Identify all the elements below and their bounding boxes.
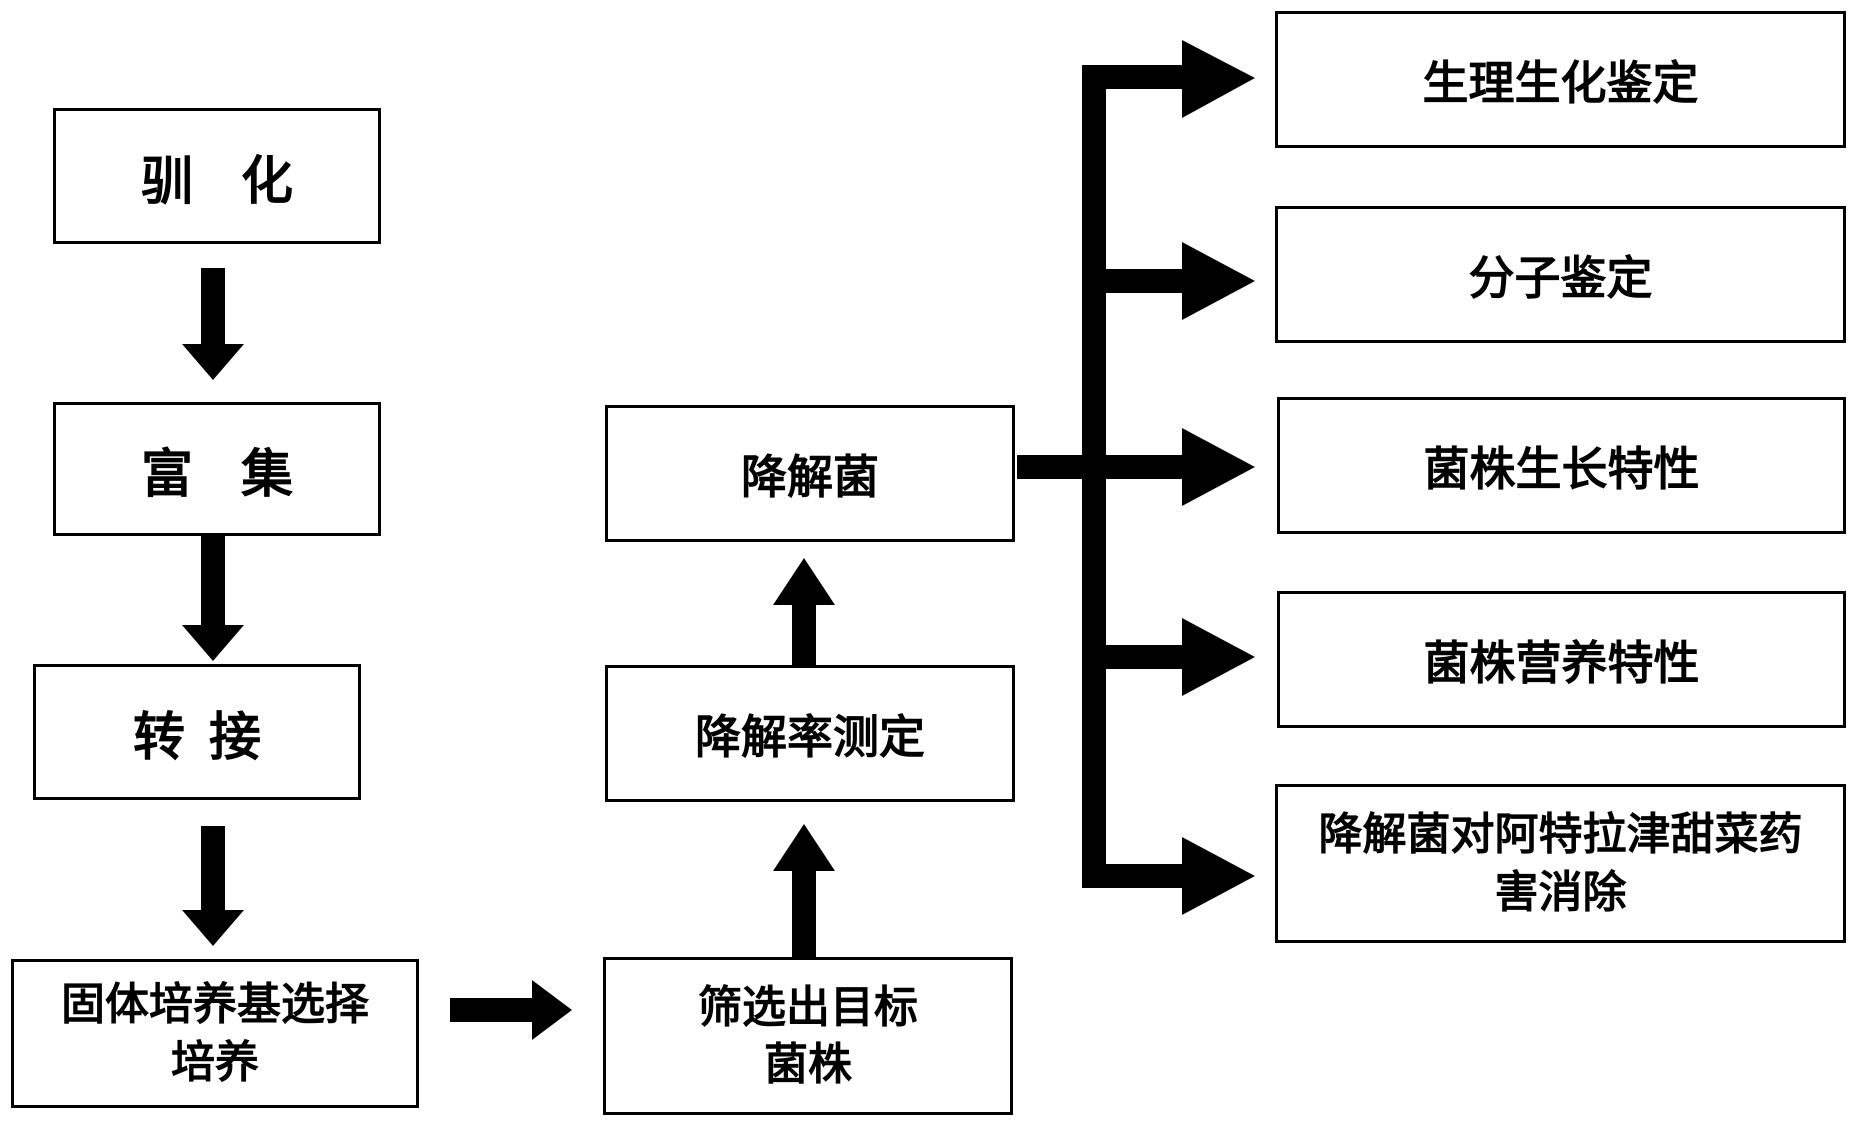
outcome-growth: 菌株生长特性 [1277,397,1846,534]
outcome-label: 降解菌对阿特拉津甜菜药害消除 [1318,809,1803,918]
step-transfer: 转接 [33,664,361,800]
step-degrading-bacteria-label: 降解菌 [741,449,879,504]
step-acclimation: 驯化 [53,108,381,244]
step-enrichment-label: 富集 [140,444,341,505]
outcome-nutrition: 菌株营养特性 [1277,591,1846,728]
outcome-label: 生理生化鉴定 [1422,55,1699,110]
step-enrichment: 富集 [53,402,381,536]
arrow-to-outcome-1 [1082,40,1255,118]
outcome-injury-relief: 降解菌对阿特拉津甜菜药害消除 [1275,784,1846,943]
arrow-to-outcome-5 [1082,837,1255,915]
step-solid-culture: 固体培养基选择培养 [11,959,419,1108]
step-screening-label: 筛选出目标菌株 [698,981,918,1090]
arrow-enrichment-to-transfer [182,533,244,661]
outcome-physio-biochem: 生理生化鉴定 [1275,11,1846,148]
step-solid-culture-label: 固体培养基选择培养 [61,979,369,1088]
arrow-transfer-to-solid-culture [182,826,244,946]
arrow-to-outcome-4 [1082,618,1255,696]
step-degradation-rate: 降解率测定 [605,665,1015,802]
outcome-label: 菌株生长特性 [1423,441,1700,496]
step-degrading-bacteria: 降解菌 [605,405,1015,542]
arrow-acclimation-to-enrichment [182,268,244,380]
step-degradation-rate-label: 降解率测定 [695,709,925,764]
outcome-label: 分子鉴定 [1468,250,1653,305]
arrow-to-outcome-3 [1082,428,1255,506]
outcome-label: 菌株营养特性 [1423,635,1700,690]
arrow-to-outcome-2 [1082,242,1255,320]
arrow-rate-to-degrading-bacteria [773,558,835,665]
arrow-solid-culture-to-screening [450,980,572,1040]
step-acclimation-label: 驯化 [140,151,341,212]
outcome-molecular: 分子鉴定 [1275,206,1846,343]
step-transfer-label: 转接 [132,707,285,768]
step-screening: 筛选出目标菌株 [603,957,1013,1115]
arrow-screening-to-rate [773,824,835,957]
